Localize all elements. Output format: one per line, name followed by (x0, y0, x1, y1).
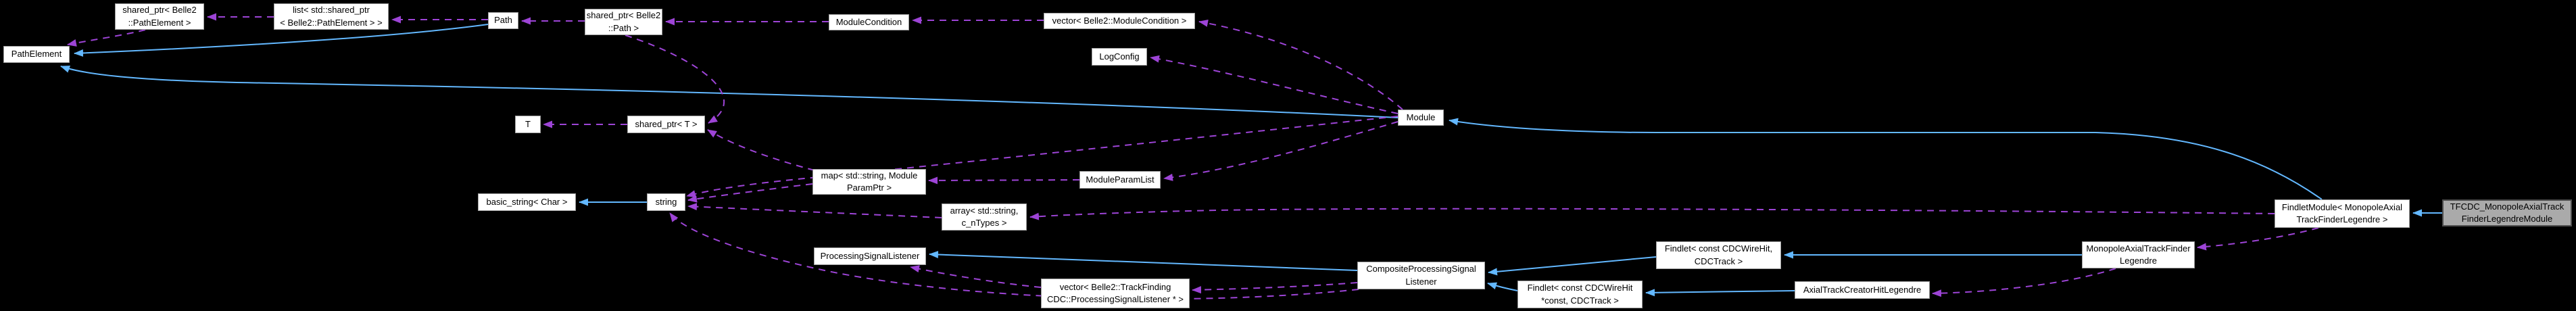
node-t[interactable]: T (515, 116, 541, 133)
edge-findletmodule-to-monopole (2197, 227, 2319, 251)
edge-composite-to-string (669, 212, 1359, 300)
node-tfcdc-monopoleaxialtrackfinderlegendremodule[interactable]: TFCDC_MonopoleAxialTrack FinderLegendreM… (2442, 199, 2572, 226)
node-logconfig[interactable]: LogConfig (1092, 48, 1147, 66)
node-processingsignallistener[interactable]: ProcessingSignalListener (814, 247, 926, 265)
node-shared-ptr-t[interactable]: shared_ptr< T > (627, 116, 705, 133)
edge-module-to-vectormodulecondition (1198, 19, 1403, 110)
node-monopoleaxialtrackfinderlegendre[interactable]: MonopoleAxialTrackFinder Legendre (2082, 241, 2195, 268)
node-vector-modulecondition[interactable]: vector< Belle2::ModuleCondition > (1044, 13, 1195, 29)
edge-findletmodule-to-array (1029, 208, 2275, 220)
edge-moduleparamlist-to-map (928, 176, 1080, 185)
node-modulecondition[interactable]: ModuleCondition (829, 14, 909, 30)
edge-array-to-string (687, 203, 942, 218)
node-basic-string[interactable]: basic_string< Char > (478, 193, 576, 211)
edge-sptrpath-to-sptrt (625, 34, 725, 124)
edge-composite-to-psl (929, 250, 1358, 271)
edge-map-to-sptrt (707, 129, 815, 171)
node-axialtrackcreatorhitlegendre[interactable]: AxialTrackCreatorHitLegendre (1795, 281, 1930, 299)
node-pathelement[interactable]: PathElement (3, 46, 70, 63)
node-module[interactable]: Module (1398, 110, 1444, 126)
node-array-ntypes[interactable]: array< std::string, c_nTypes > (942, 204, 1027, 231)
edge-map-to-string (687, 183, 813, 203)
edge-module-to-logconfig (1150, 55, 1399, 114)
node-findlet-cdcwirehit-cdctrack[interactable]: Findlet< const CDCWireHit, CDCTrack > (1656, 241, 1781, 269)
node-vector-processingsignallistener[interactable]: vector< Belle2::TrackFinding CDC::Proces… (1041, 279, 1190, 308)
edge-path-to-pathelement (74, 24, 489, 57)
node-shared-ptr-path[interactable]: shared_ptr< Belle2 ::Path > (585, 9, 662, 35)
node-list-shared-ptr-pathelement[interactable]: list< std::shared_ptr < Belle2::PathElem… (274, 3, 389, 30)
edge-module-to-string (686, 116, 1399, 197)
node-compositeprocessingsignallistener[interactable]: CompositeProcessingSignal Listener (1357, 262, 1485, 289)
edge-composite-to-vectorpsl (1192, 282, 1358, 294)
edge-findletwirehitconst-to-composite (1487, 282, 1518, 291)
edge-vectorpsl-to-psl (910, 265, 1042, 288)
edge-findletmodule-to-module (1449, 118, 2323, 200)
node-shared-ptr-pathelement[interactable]: shared_ptr< Belle2 ::PathElement > (115, 3, 204, 30)
node-string[interactable]: string (647, 193, 685, 211)
node-moduleparamlist[interactable]: ModuleParamList (1079, 171, 1161, 189)
edge-axialtrackcreator-to-findletwirehitconst (1645, 289, 1795, 297)
node-path[interactable]: Path (488, 12, 518, 29)
edge-sptrpathelement-to-pathelement (67, 29, 146, 47)
edge-monopole-to-axialtrackcreator (1932, 268, 2116, 297)
edge-findletwirehit-to-composite (1488, 256, 1657, 276)
node-map-moduleparamptr[interactable]: map< std::string, Module ParamPtr > (812, 169, 926, 195)
node-findlet-cdcwirehit-const-cdctrack[interactable]: Findlet< const CDCWireHit *const, CDCTra… (1517, 281, 1643, 308)
edge-module-to-pathelement (60, 66, 1399, 118)
node-findletmodule[interactable]: FindletModule< MonopoleAxial TrackFinder… (2275, 199, 2410, 228)
edge-module-to-moduleparamlist (1163, 121, 1399, 181)
